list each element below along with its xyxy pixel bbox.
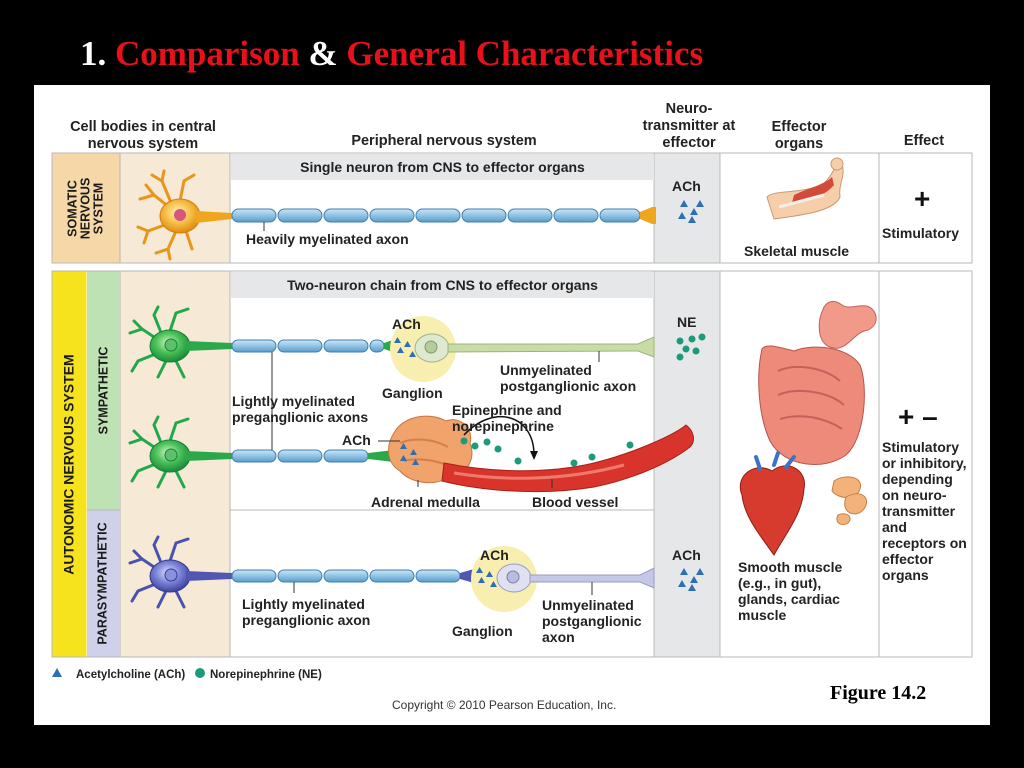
epinephrine-label: Epinephrine and norepinephrine (452, 402, 562, 434)
somatic-effect-symbol: + (914, 183, 931, 214)
stomach-icon (818, 300, 877, 349)
blood-vessel-label: Blood vessel (532, 494, 619, 510)
sympathetic-pre-axons-label: Lightly myelinated preganglionic axons (232, 393, 369, 425)
somatic-myelin-segments (231, 208, 641, 223)
slide-title: 1. Comparison & General Characteristics (80, 34, 703, 74)
sympathetic-ganglion-ach (394, 337, 416, 357)
legend-ne-label: Norepinephrine (NE) (210, 669, 322, 681)
autonomic-effect-label: Stimulatory or inhibitory, depending on … (882, 439, 967, 583)
title-comparison: Comparison (115, 34, 300, 73)
parasympathetic-ganglion-label: Ganglion (452, 623, 513, 639)
figure-label: Figure 14.2 (830, 682, 927, 704)
glands-icon (831, 476, 868, 526)
legend-ach-label: Acetylcholine (ACh) (76, 669, 186, 681)
parasympathetic-pre-axon-label: Lightly myelinated preganglionic axon (242, 596, 371, 628)
diagram-graphics (51, 152, 973, 678)
parasympathetic-neuron (128, 535, 474, 609)
parasympathetic-ganglion-ach-label: ACh (480, 547, 509, 563)
parasympathetic-ach-molecules (678, 568, 704, 591)
adrenal-ach (400, 443, 419, 465)
parasympathetic-postganglionic-axon (529, 567, 655, 589)
somatic-organ-label: Skeletal muscle (744, 243, 850, 259)
somatic-pns-bar: Single neuron from CNS to effector organ… (231, 154, 654, 180)
sympathetic-ganglion-label: Ganglion (382, 385, 443, 401)
parasympathetic-label: PARASYMPATHETIC (96, 522, 111, 645)
epinephrine-molecules (460, 437, 634, 467)
somatic-ach-molecules (678, 200, 704, 223)
autonomic-pns-bar: Two-neuron chain from CNS to effector or… (231, 272, 654, 298)
autonomic-band (52, 271, 87, 657)
parasympathetic-nt-label: ACh (672, 547, 701, 563)
figure-panel: Cell bodies in central nervous system Pe… (34, 85, 990, 725)
parasympathetic-band (87, 510, 120, 657)
title-characteristics: General Characteristics (346, 34, 704, 73)
adrenal-ach-label: ACh (342, 432, 371, 448)
legend-ach-icon (52, 668, 62, 677)
header-pns: Peripheral nervous system (351, 133, 537, 149)
header-neurotransmitter: Neuro- transmitter at effector (642, 101, 736, 151)
autonomic-effect-symbol: + – (898, 401, 938, 432)
somatic-neuron (136, 169, 656, 261)
nt-cell-somatic (654, 153, 720, 263)
sympathetic-neuron-2 (128, 352, 394, 489)
sympathetic-postganglionic-axon (447, 336, 655, 358)
somatic-effect-label: Stimulatory (882, 225, 960, 241)
sympathetic-label: SYMPATHETIC (96, 346, 111, 435)
somatic-nt-label: ACh (672, 178, 701, 194)
header-effect: Effect (903, 133, 945, 149)
sympathetic-nt-label: NE (677, 314, 697, 330)
autonomic-system-label: AUTONOMIC NERVOUS SYSTEM (61, 353, 77, 575)
sympathetic-post-axon-label: Unmyelinated postganglionic axon (500, 362, 637, 394)
sympathetic-ne-molecules (676, 333, 706, 361)
intestines-icon (758, 345, 865, 465)
header-cns: Cell bodies in central nervous system (70, 119, 216, 152)
somatic-axon-label: Heavily myelinated axon (246, 231, 409, 247)
title-number: 1. (80, 34, 107, 73)
title-ampersand: & (308, 34, 338, 73)
autonomic-organs-label: Smooth muscle (e.g., in gut), glands, ca… (738, 559, 843, 623)
blood-vessel (441, 424, 694, 493)
somatic-system-label: SOMATIC NERVOUS SYSTEM (65, 177, 106, 239)
somatic-label-cell (52, 153, 120, 263)
heart-icon (739, 451, 805, 556)
sympathetic-band (87, 271, 120, 510)
skeletal-muscle-arm-icon (766, 157, 844, 220)
copyright: Copyright © 2010 Pearson Education, Inc. (392, 698, 617, 712)
parasympathetic-ganglion-ach (476, 567, 497, 587)
nt-cell-autonomic (654, 271, 720, 657)
adrenal-medulla-label: Adrenal medulla (371, 494, 480, 510)
header-effector-organs: Effector organs (771, 119, 827, 152)
parasympathetic-post-axon-label: Unmyelinated postganglionic axon (542, 597, 642, 645)
sympathetic-ganglion-ach-label: ACh (392, 316, 421, 332)
legend-ne-icon (195, 668, 205, 678)
